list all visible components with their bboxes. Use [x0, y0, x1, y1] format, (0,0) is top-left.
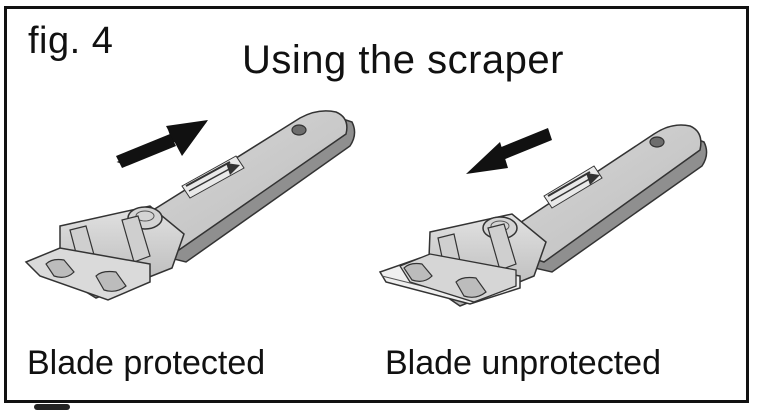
hang-hole	[649, 136, 665, 148]
arrow-forward-icon	[116, 120, 208, 168]
figure-title: Using the scraper	[242, 38, 564, 82]
handle-top	[486, 124, 702, 263]
handle-top	[116, 110, 348, 253]
label-plate	[181, 155, 245, 199]
hang-hole	[291, 124, 307, 136]
caption-blade-protected: Blade protected	[27, 344, 266, 382]
figure-label: fig. 4	[28, 20, 114, 62]
caption-blade-unprotected: Blade unprotected	[385, 344, 661, 382]
scraper-unprotected	[378, 124, 708, 307]
scraper-protected	[24, 110, 356, 301]
cropped-mark	[34, 404, 70, 410]
arrow-backward-icon	[466, 128, 552, 174]
label-plate	[543, 165, 603, 209]
